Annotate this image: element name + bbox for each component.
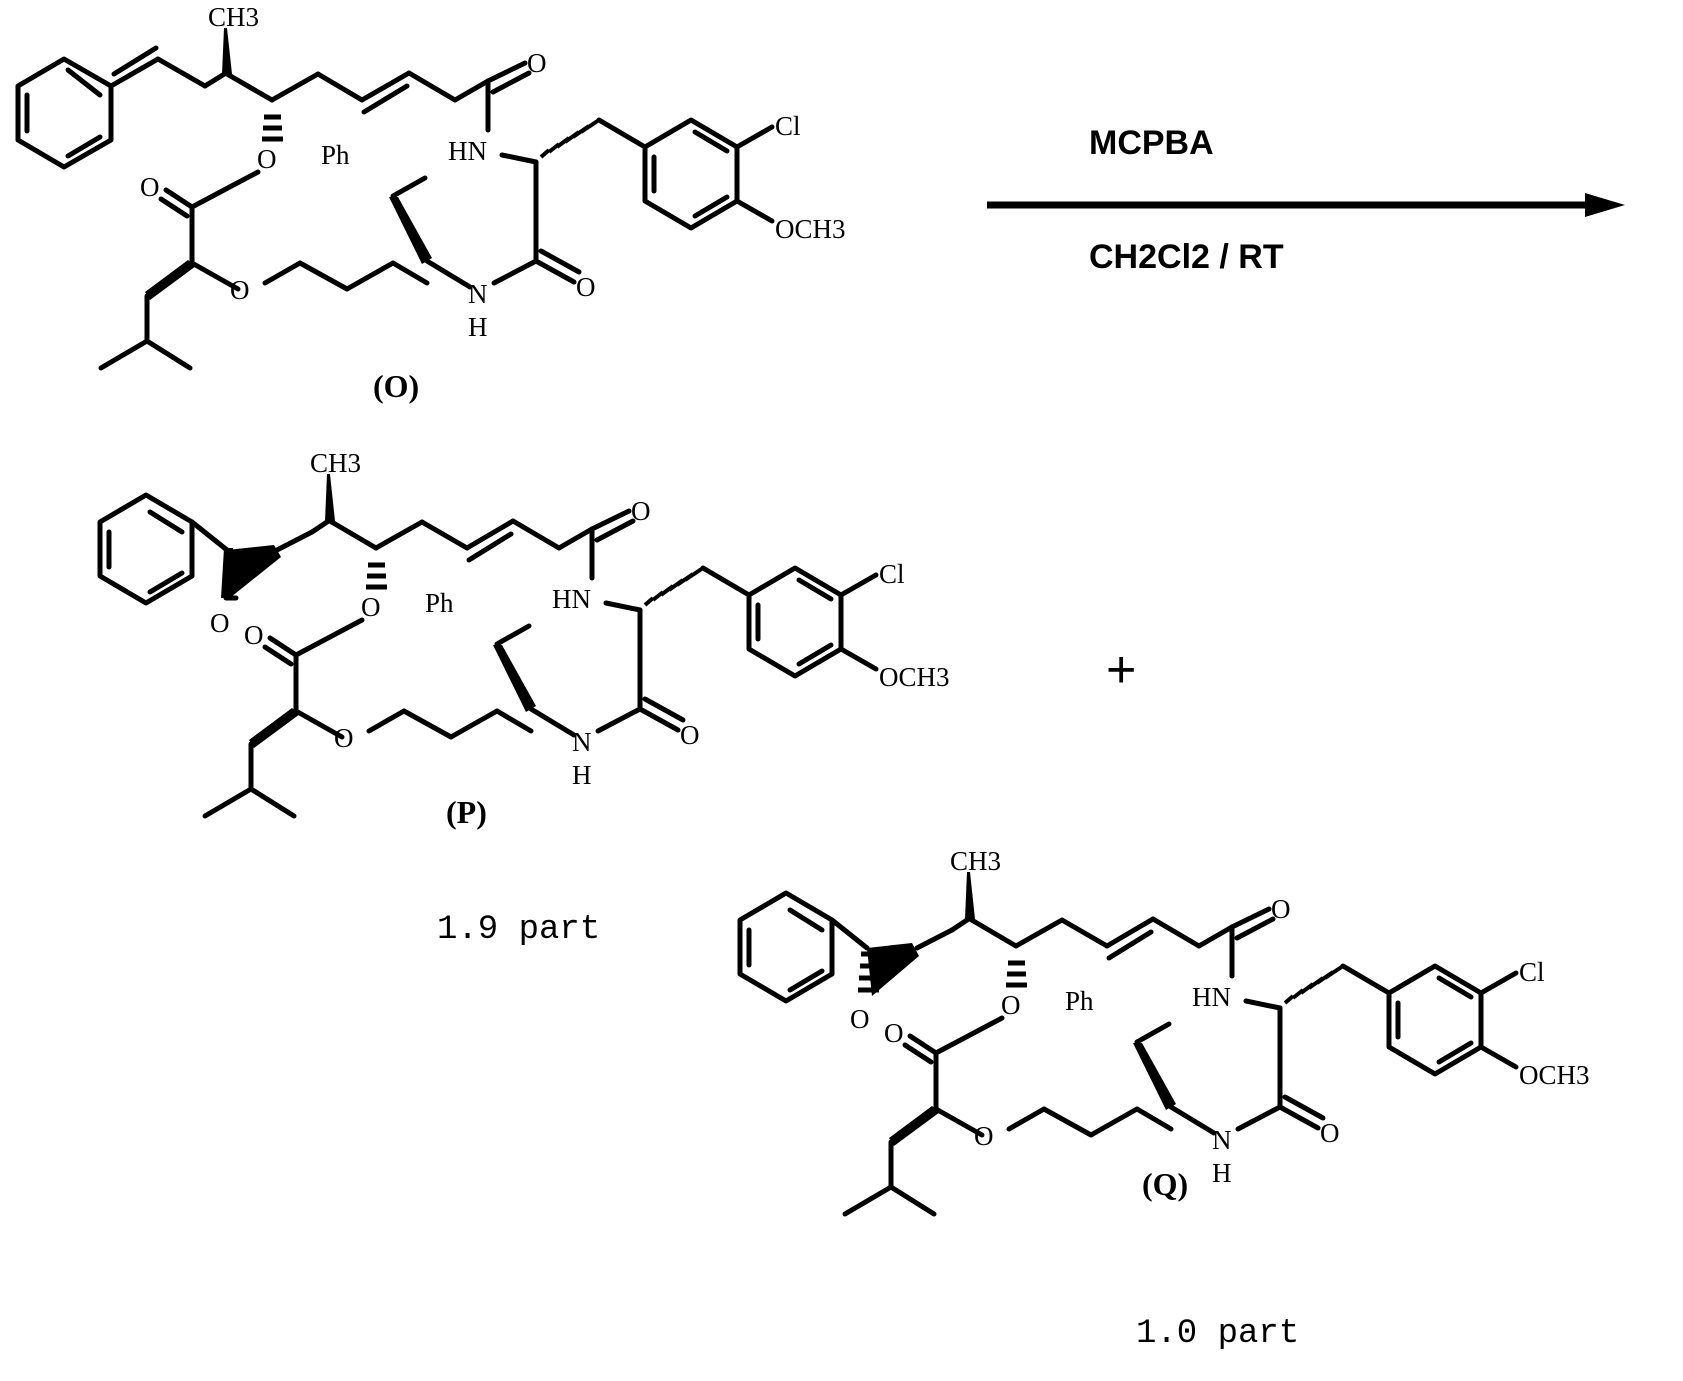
compound-p-drawing: O CH3 O	[97, 448, 950, 819]
label-carbonyl-o-1-q: O	[1271, 894, 1291, 924]
label-ring-o-q: O	[974, 1121, 994, 1151]
conditions-label-solvent: CH2Cl2 / RT	[1089, 238, 1284, 276]
label-epoxide-o-p: O	[210, 608, 230, 638]
reaction-arrow	[985, 185, 1625, 230]
label-ph-o: Ph	[321, 140, 350, 170]
label-carbonyl-o-3-o: O	[576, 272, 596, 302]
label-ring-o-o: O	[230, 275, 250, 305]
label-amide-hn-q: HN	[1192, 982, 1231, 1012]
wedge-isobutyl-p	[249, 708, 300, 748]
label-amide-h-p: H	[572, 760, 592, 790]
wedge-benzyl-q	[1133, 1043, 1176, 1110]
compound-label-o: (O)	[373, 368, 420, 404]
label-ester-o-q: O	[1001, 990, 1021, 1020]
wedge-epoxide-right-q	[867, 943, 919, 996]
label-och3-p: OCH3	[879, 662, 950, 692]
wedge-methyl-p	[325, 474, 335, 521]
label-lactone-o-o: O	[140, 172, 160, 202]
label-och3-q: OCH3	[1519, 1060, 1590, 1090]
label-amide-n-p: N	[572, 727, 592, 757]
wedge-benzyl-p	[493, 645, 536, 712]
hash-bond-ester-p	[366, 562, 387, 590]
label-ph-q: Ph	[1065, 986, 1094, 1016]
wedge-epoxide-right-p	[227, 545, 281, 597]
label-carbonyl-o-1-o: O	[527, 48, 547, 78]
hash-bond-benzyl-q	[1283, 964, 1345, 1005]
wedge-isobutyl-o	[145, 260, 196, 300]
wedge-methyl-q	[965, 872, 975, 919]
compound-o-drawing: CH3 O	[15, 2, 846, 371]
label-ph-p: Ph	[425, 588, 454, 618]
label-cl-o: Cl	[775, 111, 801, 141]
label-cl-p: Cl	[879, 559, 905, 589]
label-ring-o-p: O	[334, 723, 354, 753]
arrowhead-icon	[1585, 193, 1625, 217]
compound-label-q: (Q)	[1142, 1166, 1189, 1202]
label-epoxide-o-q: O	[850, 1004, 870, 1034]
label-amide-hn-p: HN	[552, 584, 591, 614]
structure-compound-p: O CH3 O	[40, 440, 980, 845]
wedge-isobutyl-q	[889, 1106, 940, 1146]
label-ch3-p: CH3	[310, 448, 361, 478]
label-amide-n-o: N	[468, 279, 488, 309]
label-amide-hn-o: HN	[448, 136, 487, 166]
label-amide-h-o: H	[468, 312, 488, 342]
label-och3-o: OCH3	[775, 214, 846, 244]
label-ch3-q: CH3	[950, 846, 1001, 876]
reagent-label-mcpba: MCPBA	[1089, 124, 1214, 162]
hash-bond-ester-q	[1006, 960, 1027, 988]
label-amide-h-q: H	[1212, 1158, 1232, 1188]
label-carbonyl-o-3-q: O	[1320, 1118, 1340, 1148]
wedge-benzyl-o	[389, 197, 432, 264]
hash-bond-benzyl-o	[539, 118, 601, 159]
label-ester-o-o: O	[257, 144, 277, 174]
structure-compound-q: O CH3 O	[690, 830, 1640, 1235]
plus-sign: +	[1106, 641, 1137, 699]
label-ester-o-p: O	[361, 592, 381, 622]
label-ch3-o: CH3	[208, 2, 259, 32]
hash-bond-ester-o	[262, 114, 283, 142]
label-lactone-o-q: O	[884, 1018, 904, 1048]
structure-compound-o: CH3 O	[0, 0, 900, 405]
wedge-methyl-o	[222, 28, 232, 74]
hash-bond-benzyl-p	[643, 566, 705, 607]
compound-q-drawing: O CH3 O	[737, 846, 1590, 1217]
label-carbonyl-o-3-p: O	[680, 720, 700, 750]
compound-label-p: (P)	[446, 794, 487, 830]
amount-label-p: 1.9 part	[437, 911, 601, 949]
label-carbonyl-o-1-p: O	[631, 496, 651, 526]
amount-label-q: 1.0 part	[1136, 1315, 1300, 1353]
label-cl-q: Cl	[1519, 957, 1545, 987]
label-lactone-o-p: O	[244, 620, 264, 650]
label-amide-n-q: N	[1212, 1125, 1232, 1155]
